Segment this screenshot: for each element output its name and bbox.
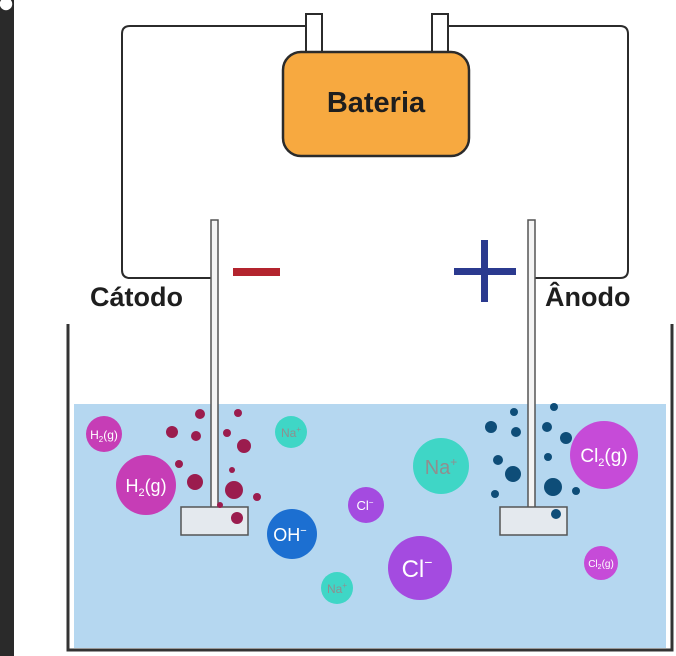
battery-terminal-right (431, 13, 449, 57)
svg-text:Cl−: Cl− (402, 554, 433, 583)
battery-terminal-left (305, 13, 323, 57)
cl-ion-large: Cl− (388, 536, 452, 600)
minus-sign (233, 268, 280, 276)
right-wire (439, 25, 629, 279)
svg-text:Na+: Na+ (327, 581, 347, 596)
na-ion-small-top: Na+ (275, 416, 307, 448)
cl-ion-small: Cl− (348, 487, 384, 523)
cl2-gas-bubble-small: Cl2(g) (584, 546, 618, 580)
anode-gas-dots (485, 403, 580, 519)
svg-text:OH−: OH− (273, 525, 306, 545)
container (66, 324, 674, 652)
svg-text:Cl−: Cl− (357, 498, 374, 513)
cl2-gas-bubble-large: Cl2(g) (570, 421, 638, 489)
cathode-label: Cátodo (90, 282, 183, 312)
svg-text:Cl2(g): Cl2(g) (588, 559, 614, 571)
anode-rod (527, 219, 536, 517)
na-ion-large: Na+ (413, 438, 469, 494)
cathode-rod (210, 219, 219, 517)
left-border-strip (0, 0, 14, 656)
oh-ion: OH− (267, 509, 317, 559)
cathode-gas-dots (166, 409, 261, 524)
svg-text:Cl2(g): Cl2(g) (580, 446, 627, 469)
h2-gas-bubble-small: H2(g) (86, 416, 122, 452)
battery (281, 50, 471, 158)
svg-text:Na+: Na+ (281, 425, 301, 440)
corner-handle (0, 0, 14, 12)
h2-gas-bubble-large: H2(g) (116, 455, 176, 515)
svg-text:H2(g): H2(g) (90, 428, 118, 444)
left-wire (121, 25, 315, 279)
svg-text:H2(g): H2(g) (125, 476, 166, 499)
na-ion-small-bottom: Na+ (321, 572, 353, 604)
svg-text:Na+: Na+ (425, 455, 458, 479)
plus-sign (454, 240, 516, 302)
battery-label: Bateria (327, 87, 426, 119)
anode-label: Ânodo (545, 281, 630, 312)
